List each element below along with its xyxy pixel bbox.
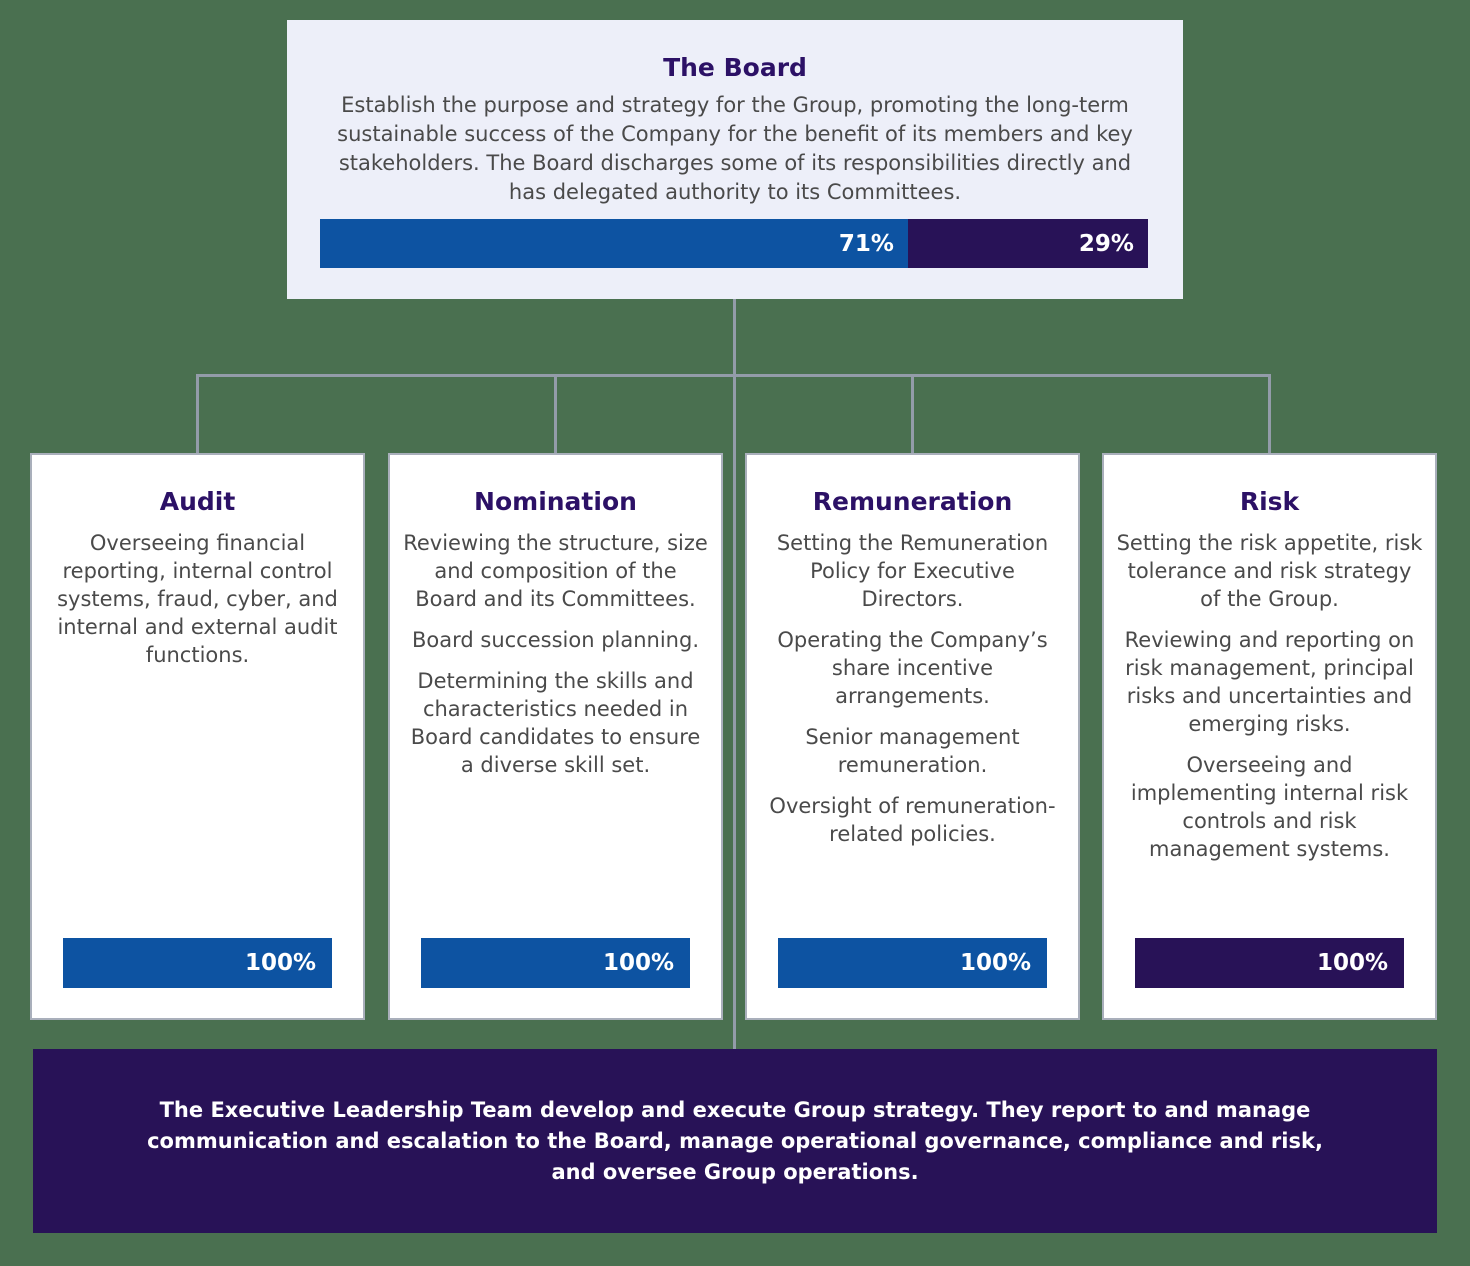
board-description: Establish the purpose and strategy for t… bbox=[337, 93, 1133, 204]
board-title: The Board bbox=[663, 53, 807, 82]
attendance-bar-risk: 100% bbox=[1135, 938, 1404, 988]
connector-drop-risk bbox=[1268, 374, 1271, 456]
committee-body-audit: Overseeing financial reporting, internal… bbox=[32, 529, 363, 669]
board-composition-bar: 71% 29% bbox=[320, 219, 1148, 268]
committee-paragraph: Setting the risk appetite, risk toleranc… bbox=[1116, 531, 1423, 611]
committee-body-remuneration: Setting the Remuneration Policy for Exec… bbox=[747, 529, 1078, 848]
board-bar-segment-purple: 29% bbox=[907, 219, 1148, 268]
connector-horizontal-line bbox=[196, 374, 1271, 377]
attendance-bar-audit: 100% bbox=[63, 938, 332, 988]
committee-card-audit: Audit Overseeing financial reporting, in… bbox=[30, 453, 365, 1020]
committee-paragraph: Determining the skills and characteristi… bbox=[410, 669, 701, 777]
committee-paragraph: Reviewing the structure, size and compos… bbox=[403, 531, 708, 611]
connector-drop-remuneration bbox=[911, 374, 914, 456]
attendance-bar-remuneration: 100% bbox=[778, 938, 1047, 988]
board-bar-label-71: 71% bbox=[838, 230, 894, 257]
board-bar-segment-blue: 71% bbox=[320, 219, 908, 268]
connector-board-vertical-line bbox=[733, 299, 736, 1049]
committee-paragraph: Overseeing and implementing internal ris… bbox=[1130, 753, 1409, 861]
committee-paragraph: Overseeing financial reporting, internal… bbox=[57, 531, 338, 667]
committee-paragraph: Operating the Company’s share incentive … bbox=[777, 628, 1048, 708]
committee-card-remuneration: Remuneration Setting the Remuneration Po… bbox=[745, 453, 1080, 1020]
committee-paragraph: Board succession planning. bbox=[411, 628, 699, 652]
committee-paragraph: Senior management remuneration. bbox=[805, 725, 1020, 777]
committee-paragraph: Setting the Remuneration Policy for Exec… bbox=[776, 531, 1049, 611]
committee-title-risk: Risk bbox=[1239, 487, 1300, 516]
attendance-label-risk: 100% bbox=[1316, 950, 1388, 976]
committee-title-audit: Audit bbox=[159, 487, 236, 516]
committee-body-risk: Setting the risk appetite, risk toleranc… bbox=[1104, 529, 1435, 863]
committee-title-nomination: Nomination bbox=[474, 487, 637, 516]
attendance-label-audit: 100% bbox=[244, 950, 316, 976]
executive-leadership-banner: The Executive Leadership Team develop an… bbox=[33, 1049, 1437, 1233]
connector-drop-audit bbox=[196, 374, 199, 456]
committee-card-nomination: Nomination Reviewing the structure, size… bbox=[388, 453, 723, 1020]
attendance-label-nomination: 100% bbox=[602, 950, 674, 976]
attendance-bar-nomination: 100% bbox=[421, 938, 690, 988]
committee-paragraph: Reviewing and reporting on risk manageme… bbox=[1124, 628, 1415, 736]
connector-drop-nomination bbox=[554, 374, 557, 456]
committee-paragraph: Oversight of remuneration-related polici… bbox=[769, 794, 1056, 846]
committee-body-nomination: Reviewing the structure, size and compos… bbox=[390, 529, 721, 779]
attendance-label-remuneration: 100% bbox=[959, 950, 1031, 976]
board-bar-label-29: 29% bbox=[1078, 230, 1134, 257]
committee-title-remuneration: Remuneration bbox=[812, 487, 1013, 516]
executive-leadership-text: The Executive Leadership Team develop an… bbox=[147, 1097, 1323, 1184]
board-card: The Board Establish the purpose and stra… bbox=[287, 20, 1183, 299]
committee-card-risk: Risk Setting the risk appetite, risk tol… bbox=[1102, 453, 1437, 1020]
